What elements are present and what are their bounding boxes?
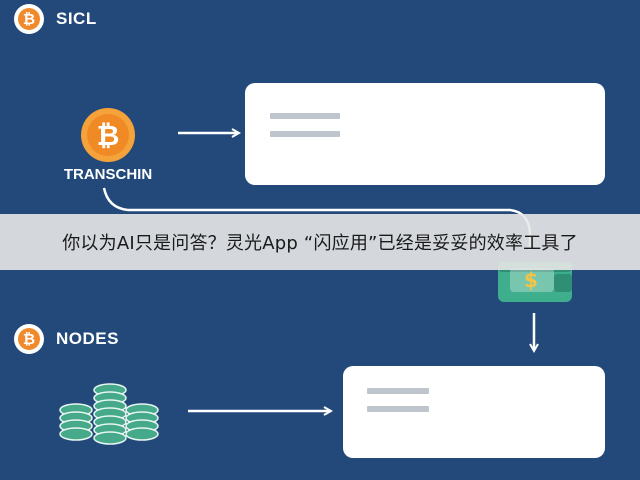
svg-text:₿: ₿ <box>97 119 120 152</box>
top-card <box>245 83 605 185</box>
bitcoin-coin-icon: ₿ <box>72 106 144 162</box>
bottom-logo-label: NODES <box>56 329 119 348</box>
wallet-dollar-symbol: $ <box>524 268 538 292</box>
bottom-card <box>343 366 605 458</box>
card-line <box>270 131 340 137</box>
caption-text: 你以为AI只是问答？灵光App “闪应用”已经是妥妥的效率工具了 <box>62 233 578 254</box>
bitcoin-icon: ₿ <box>14 4 44 34</box>
card-line <box>367 406 429 412</box>
bitcoin-icon: ₿ <box>14 324 44 354</box>
transchin-label: TRANSCHIN <box>63 166 153 183</box>
card-line <box>270 113 340 119</box>
top-logo: ₿ SICL <box>14 4 97 34</box>
card-line <box>367 388 429 394</box>
coin-stack-icon <box>50 380 165 448</box>
caption-banner: 你以为AI只是问答？灵光App “闪应用”已经是妥妥的效率工具了 <box>0 214 640 270</box>
top-logo-label: SICL <box>56 9 97 28</box>
bottom-logo: ₿ NODES <box>14 324 119 354</box>
